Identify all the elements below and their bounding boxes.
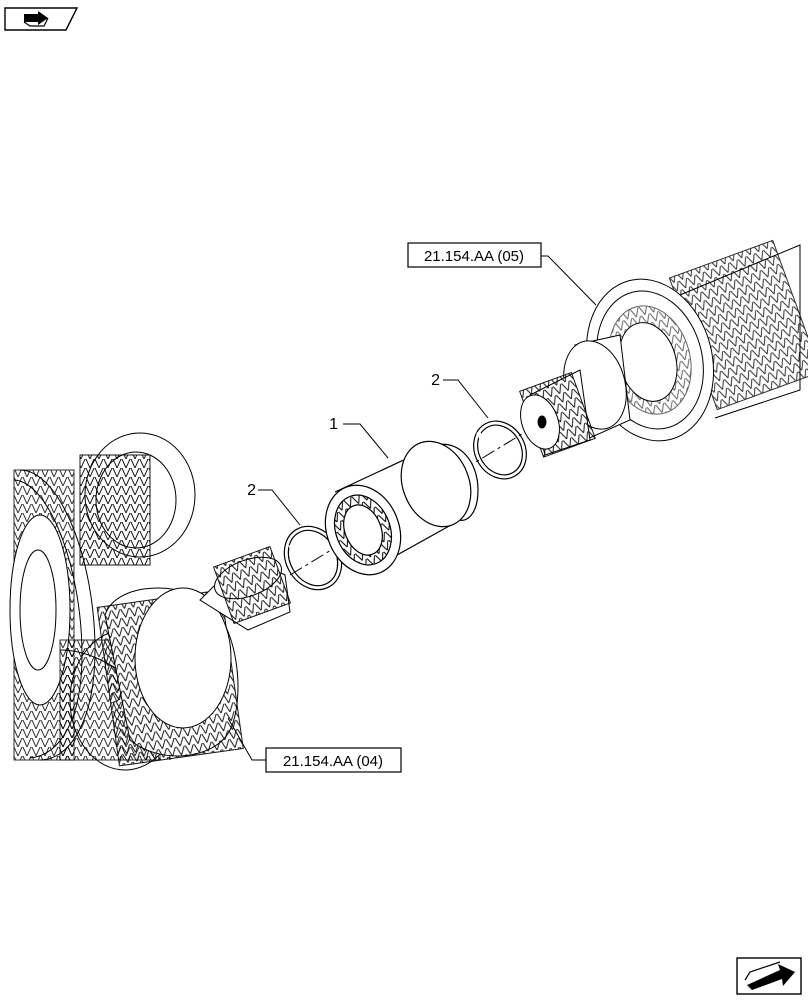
part-group-nav-icon[interactable]: [4, 7, 79, 31]
reference-box-lower[interactable]: 21.154.AA (04): [265, 747, 402, 773]
leader-lines: [227, 255, 597, 761]
large-gear-shaft: [96, 545, 292, 767]
snap-ring-right: [473, 420, 527, 480]
reference-box-upper[interactable]: 21.154.AA (05): [407, 242, 542, 268]
callout-2-lower-label: 2: [247, 482, 256, 499]
output-shaft-bearing: [519, 239, 808, 458]
callout-2-upper-label: 2: [431, 372, 440, 389]
reference-lower-text: 21.154.AA (04): [283, 753, 383, 770]
reference-upper-text: 21.154.AA (05): [424, 248, 524, 265]
next-page-arrow-icon[interactable]: [736, 957, 802, 995]
callout-1-label: 1: [329, 416, 338, 433]
needle-roller-bearing: [324, 440, 479, 576]
